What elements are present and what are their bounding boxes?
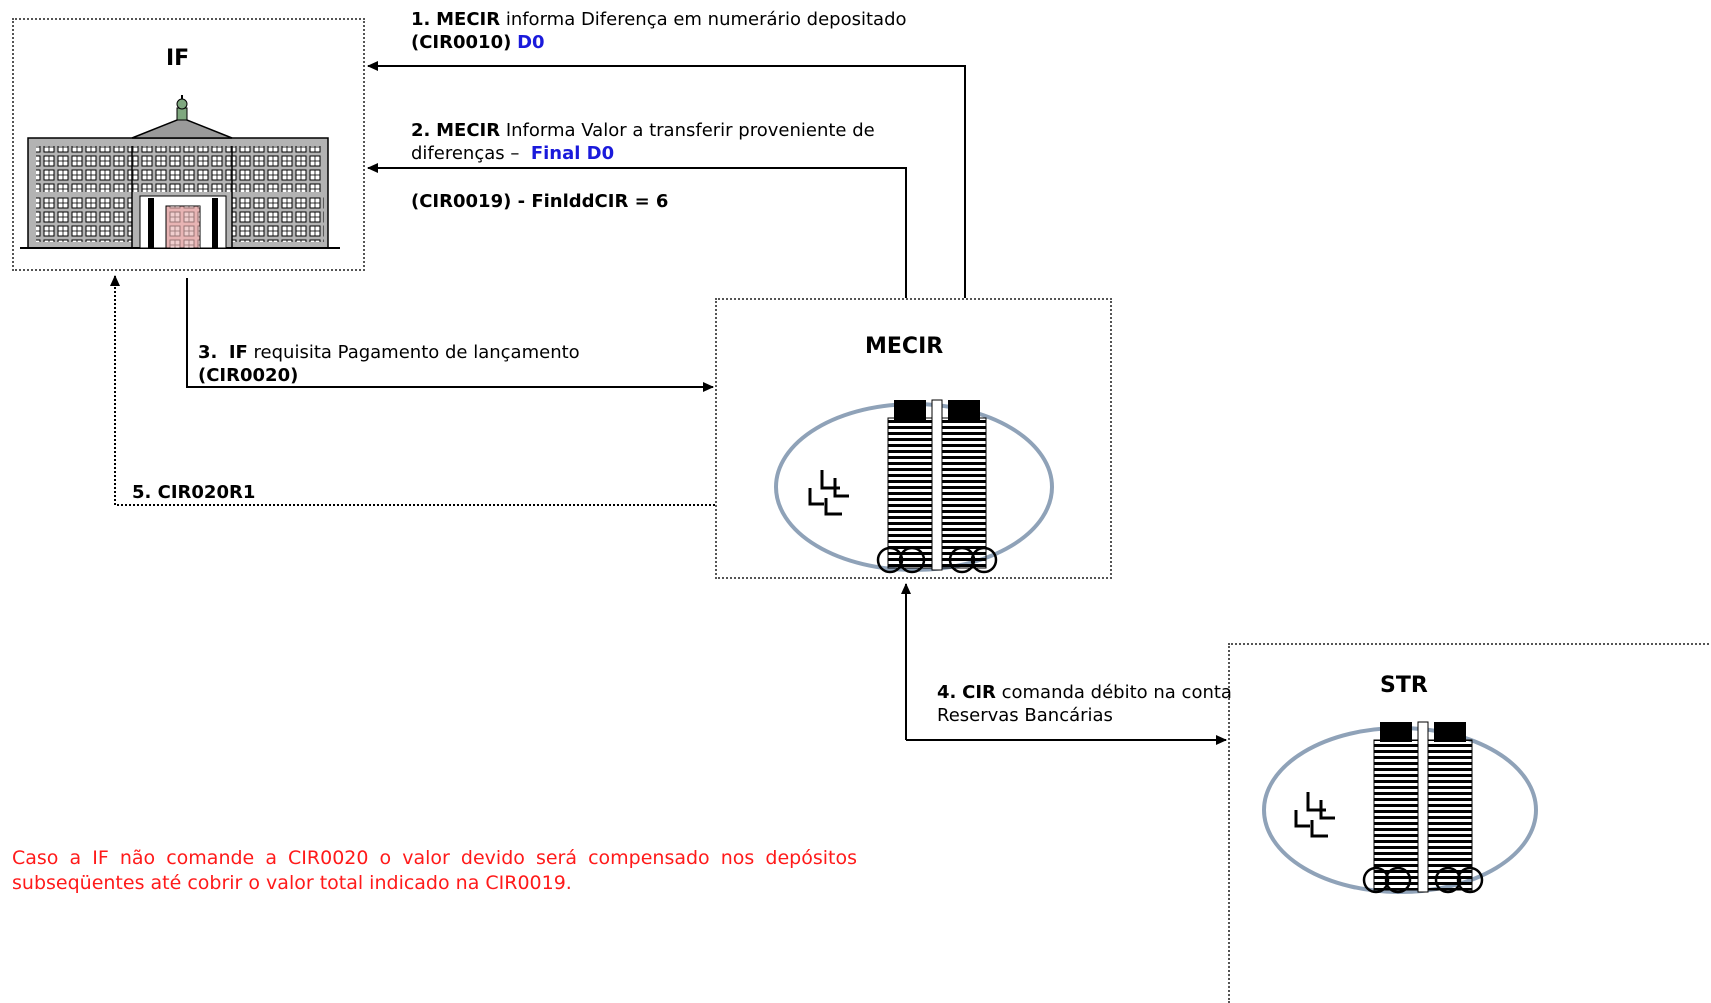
- message-3-actor: IF: [228, 342, 248, 363]
- str-title: STR: [1380, 673, 1428, 698]
- message-1-code: (CIR0010): [411, 32, 512, 53]
- message-1-tag: D0: [517, 32, 545, 53]
- message-1-number: 1.: [411, 9, 431, 30]
- message-3-code: (CIR0020): [198, 365, 299, 386]
- note-line-1: Caso a IF não comande a CIR0020 o valor …: [12, 847, 857, 869]
- message-4-number: 4.: [937, 682, 957, 703]
- message-1-actor: MECIR: [436, 9, 501, 30]
- message-2-text: Informa Valor a transferir proveniente d…: [500, 120, 875, 141]
- message-4-actor: CIR: [962, 682, 996, 703]
- arrow-2: [367, 163, 907, 298]
- arrow-5: [110, 275, 715, 506]
- arrow-1: [367, 61, 966, 298]
- message-1: 1. MECIR informa Diferença em numerário …: [411, 8, 933, 54]
- tower-logo-icon: [1262, 721, 1538, 894]
- mecir-title: MECIR: [865, 334, 944, 359]
- note-line-2: subseqüentes até cobrir o valor total in…: [12, 872, 572, 894]
- message-1-text: informa Diferença em numerário depositad…: [500, 9, 907, 30]
- building-icon: [20, 95, 340, 249]
- message-4: 4. CIR comanda débito na conta Reservas …: [937, 681, 1232, 727]
- message-4-text: comanda débito na conta: [995, 682, 1232, 703]
- message-2: 2. MECIR Informa Valor a transferir prov…: [411, 119, 891, 165]
- message-4-text-2: Reservas Bancárias: [937, 705, 1113, 726]
- arrow-4: [901, 583, 1227, 745]
- note: Caso a IF não comande a CIR0020 o valor …: [12, 846, 857, 896]
- message-2-text-2: diferenças –: [411, 143, 526, 164]
- if-title: IF: [166, 46, 190, 71]
- tower-logo-icon: [774, 399, 1054, 574]
- message-3-number: 3.: [198, 342, 218, 363]
- arrow-3: [186, 278, 714, 392]
- message-5: 5. CIR020R1: [132, 482, 256, 503]
- message-3-text: requisita Pagamento de lançamento: [247, 342, 580, 363]
- message-2-code: (CIR0019) - FinlddCIR = 6: [411, 191, 669, 212]
- message-2-number: 2.: [411, 120, 431, 141]
- message-2-tag: Final D0: [530, 143, 615, 164]
- message-2-actor: MECIR: [436, 120, 501, 141]
- message-3: 3. IF requisita Pagamento de lançamento …: [198, 341, 580, 387]
